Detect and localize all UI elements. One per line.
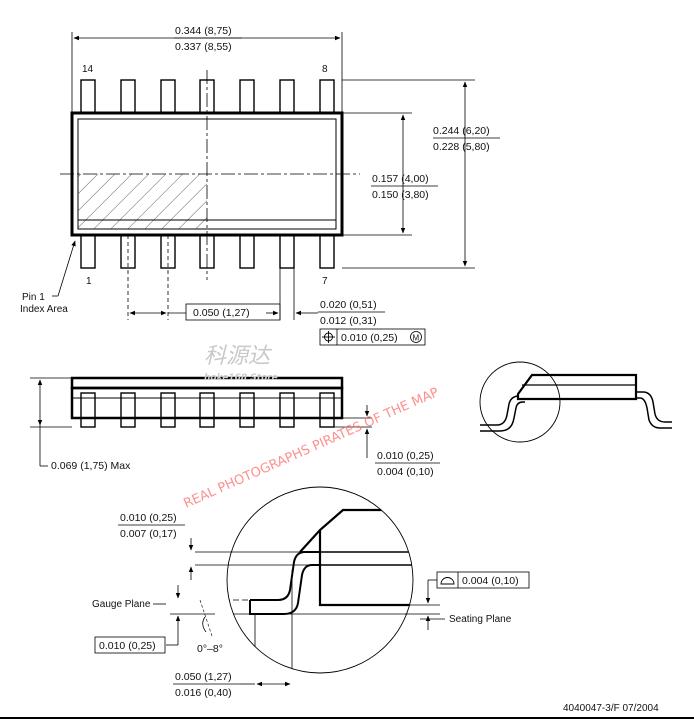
side-body-bottom: [70, 386, 344, 420]
position-tolerance: 0.010 (0,25): [341, 332, 398, 344]
lead-thickness-min: 0.007 (0,17): [120, 528, 177, 540]
span-max: 0.244 (6,20): [433, 125, 490, 137]
top-view: 14 8 1 7 0.344 (8,75) 0.337 (8,55) 0.244…: [20, 25, 500, 346]
end-view: [479, 361, 672, 443]
pin-7-label: 7: [322, 276, 328, 287]
pin1-label-line2: Index Area: [20, 304, 68, 315]
seating-plane-label: Seating Plane: [449, 614, 512, 625]
standoff-min: 0.004 (0,10): [377, 466, 434, 478]
length-max: 0.344 (8,75): [175, 25, 232, 37]
mmc-symbol: M: [413, 334, 420, 343]
pin-8-label: 8: [322, 64, 328, 75]
drawing-id: 4040047-3/F 07/2004: [563, 703, 659, 714]
lead-width-max: 0.020 (0,51): [320, 299, 377, 311]
body-width-min: 0.150 (3,80): [372, 189, 429, 201]
body-width-max: 0.157 (4,00): [372, 173, 429, 185]
pin1-index-area: [78, 174, 207, 229]
profile-surface-icon: [440, 577, 455, 585]
angle-range: 0°–8°: [197, 643, 223, 655]
watermark-red: REAL PHOTOGRAPHS PIRATES OF THE MAP: [182, 385, 442, 512]
standoff-max: 0.010 (0,25): [377, 450, 434, 462]
watermark-store: hoke168 Store: [204, 373, 278, 383]
mmc-symbol-icon: [410, 331, 422, 343]
length-min: 0.337 (8,55): [175, 41, 232, 53]
top-pins: [80, 79, 335, 114]
pin-14-label: 14: [82, 64, 94, 75]
foot-length-min: 0.016 (0,40): [175, 687, 232, 699]
gauge-plane-label: Gauge Plane: [92, 599, 151, 610]
gauge-dimension: 0.010 (0,25): [99, 640, 156, 652]
side-view: 0.069 (1,75) Max 0.010 (0,25) 0.004 (0,1…: [30, 376, 440, 478]
lead-thickness-max: 0.010 (0,25): [120, 512, 177, 524]
coplanarity: 0.004 (0,10): [462, 575, 519, 587]
bottom-pins: [80, 234, 335, 269]
foot-length-max: 0.050 (1,27): [175, 671, 232, 683]
pitch: 0.050 (1,27): [193, 307, 250, 319]
pin-1-label: 1: [86, 276, 92, 287]
height-max: 0.069 (1,75) Max: [51, 460, 131, 472]
watermark-cn: 科源达: [204, 344, 273, 369]
detail-view: 0.010 (0,25) 0.007 (0,17) Gauge Plane 0.…: [92, 486, 530, 699]
pin1-label-line1: Pin 1: [22, 292, 45, 303]
position-tolerance-frame: 0.010 (0,25) M: [319, 328, 426, 346]
lead-width-min: 0.012 (0,31): [320, 315, 377, 327]
span-min: 0.228 (5,80): [433, 141, 490, 153]
